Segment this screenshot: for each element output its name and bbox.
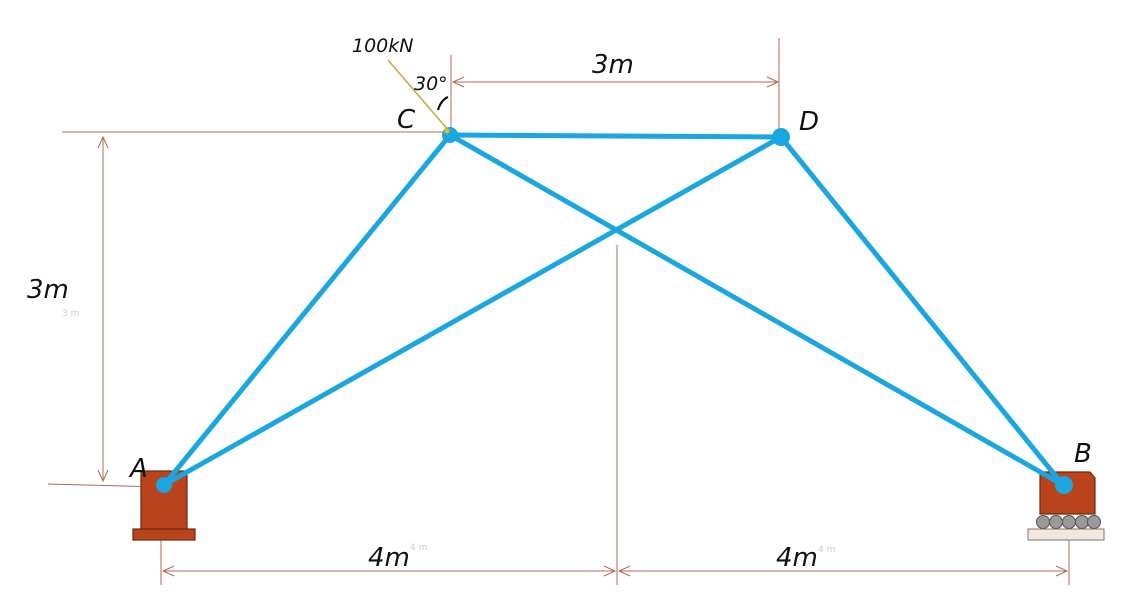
dimension-lines: [47, 38, 1070, 585]
roller-wheel: [1036, 515, 1050, 529]
dim-label-right-span: 4m: [776, 543, 818, 573]
dim-label-left-span: 4m: [368, 543, 410, 573]
truss-members: [161, 132, 1066, 488]
top-span-arrow-left: [451, 76, 465, 88]
roller-wheel: [1075, 515, 1089, 529]
right-span-arrow-right: [1055, 565, 1069, 577]
angle-label: 30°: [414, 73, 448, 95]
left-span-arrow-right: [603, 565, 617, 577]
member-ac: [161, 132, 453, 488]
node-label-b: B: [1074, 439, 1092, 469]
joint-c-highlight: [444, 128, 450, 134]
node-label-d: D: [799, 107, 819, 137]
faint-label-right: 4 m: [818, 545, 835, 555]
truss-joints: [156, 127, 1073, 494]
member-ad: [161, 134, 784, 488]
angle-arc: [436, 95, 449, 111]
member-cd: [447, 132, 784, 140]
roller-wheel: [1062, 515, 1076, 529]
roller-ground-plate: [1027, 528, 1105, 541]
roller-wheel: [1087, 515, 1101, 529]
joint-b: [1055, 476, 1073, 494]
left-span-arrow-left: [161, 565, 175, 577]
joint-c: [442, 127, 458, 143]
dim-label-top-span: 3m: [592, 50, 634, 80]
member-cb: [447, 132, 1066, 488]
height-arrow-top: [97, 135, 109, 149]
height-arrow-bottom: [97, 469, 109, 483]
dim-label-height: 3m: [27, 275, 69, 305]
joint-d: [772, 128, 790, 146]
joint-a: [156, 477, 172, 493]
node-label-c: C: [397, 105, 416, 135]
roller-wheel: [1049, 515, 1063, 529]
node-label-a: A: [128, 454, 148, 484]
right-span-arrow-left: [617, 565, 631, 577]
load-arrow-line: [387, 59, 450, 132]
faint-label-left: 4 m: [410, 543, 427, 553]
member-db: [778, 134, 1066, 488]
load-label: 100kN: [352, 35, 413, 57]
faint-label-height: 3 m: [62, 309, 79, 319]
top-span-arrow-right: [766, 76, 780, 88]
